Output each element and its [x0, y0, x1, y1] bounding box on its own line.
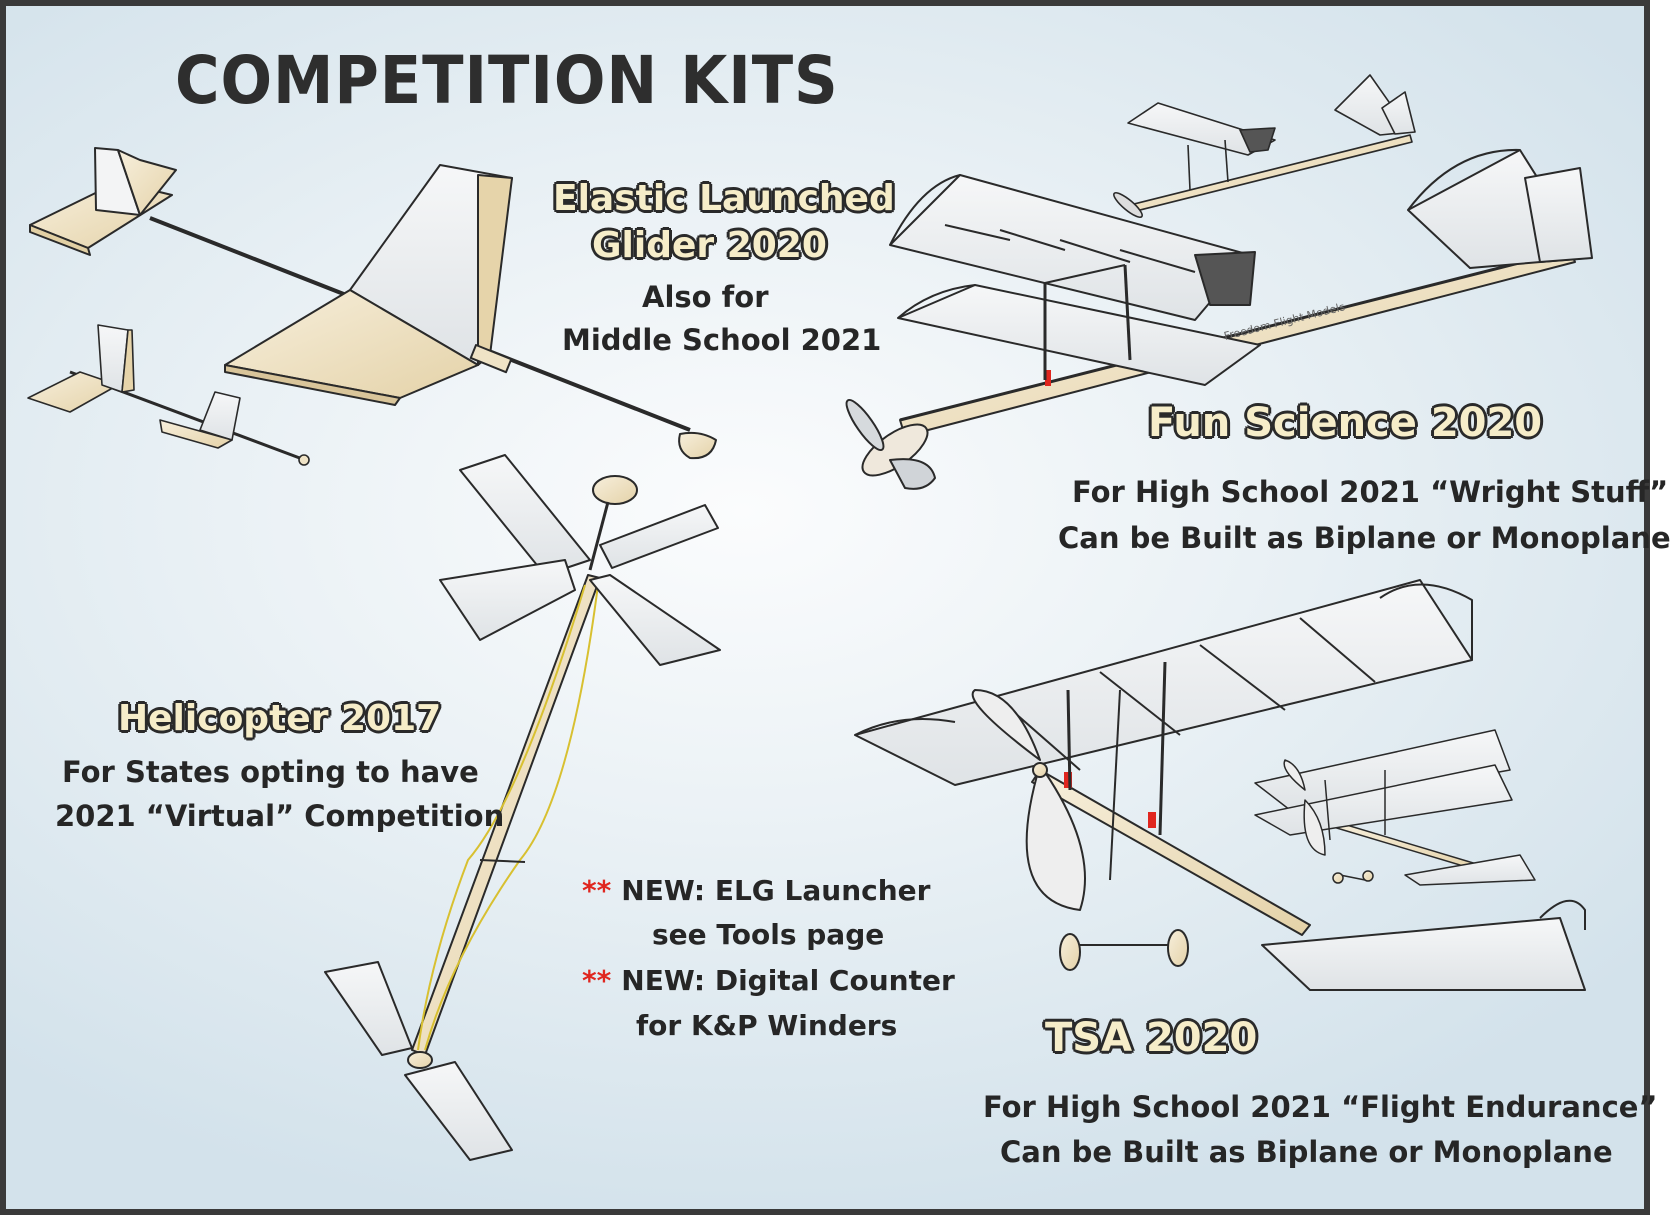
elg-title-line2: Glider 2020 [592, 225, 827, 266]
page-title: COMPETITION KITS [175, 42, 839, 119]
tsa-biplane-small [1254, 729, 1536, 886]
elg-glider-large [29, 147, 717, 460]
fun-science-desc-line1: For High School 2021 “Wright Stuff” [1072, 475, 1669, 509]
note-digital-counter-text: NEW: Digital Counter [621, 964, 955, 997]
fun-science-title: Fun Science 2020 [1148, 400, 1543, 446]
note-kp-winders: for K&P Winders [636, 1009, 898, 1042]
note-marker: ** [582, 874, 612, 907]
tsa-desc-line1: For High School 2021 “Flight Endurance” [983, 1090, 1658, 1124]
fun-science-monoplane-small [1113, 74, 1416, 218]
note-marker: ** [582, 964, 612, 997]
elg-desc-line1: Also for [642, 280, 769, 314]
elg-desc-line2: Middle School 2021 [562, 323, 882, 357]
note-elg-launcher: ** NEW: ELG Launcher [582, 868, 930, 913]
tsa-title: TSA 2020 [1045, 1015, 1258, 1061]
tsa-biplane-large [854, 579, 1586, 991]
elg-title-line1: Elastic Launched [553, 178, 895, 219]
note-elg-launcher-text: NEW: ELG Launcher [621, 874, 931, 907]
tsa-desc-line2: Can be Built as Biplane or Monoplane [1000, 1135, 1613, 1169]
elg-glider-small [27, 324, 310, 466]
helicopter-desc-line1: For States opting to have [62, 755, 479, 789]
helicopter-model [324, 454, 721, 1161]
fun-science-desc-line2: Can be Built as Biplane or Monoplane [1058, 521, 1671, 555]
note-tools-page-link[interactable]: see Tools page [652, 918, 885, 951]
helicopter-title: Helicopter 2017 [118, 698, 442, 739]
helicopter-desc-line2: 2021 “Virtual” Competition [55, 799, 505, 833]
note-digital-counter: ** NEW: Digital Counter [582, 958, 955, 1003]
